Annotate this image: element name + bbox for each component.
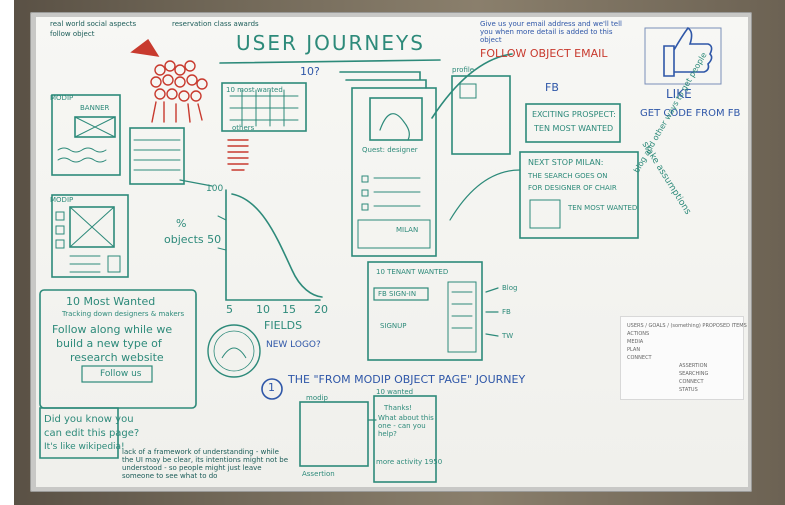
like-label: LIKE xyxy=(666,87,692,101)
journey-number: 1 xyxy=(268,381,275,394)
pinned-paper-sheet: USERS / GOALS / (something) PROPOSED ITE… xyxy=(620,316,747,400)
red-list-marks xyxy=(227,139,249,171)
tracking-note: Tracking down designers & makers xyxy=(62,310,185,318)
journey-tenant-page xyxy=(373,395,437,483)
tenant-wanted-label: 10 TENANT WANTED xyxy=(376,268,449,276)
page-stack xyxy=(339,71,427,89)
new-logo-note: NEW LOGO? xyxy=(266,340,321,350)
question-ten: 10? xyxy=(300,65,320,78)
thumbs-up-icon xyxy=(663,26,713,77)
journey-title: THE "FROM MODIP OBJECT PAGE" JOURNEY xyxy=(288,373,526,386)
paper-line: ASSERTION xyxy=(679,363,708,369)
axis-100: 100 xyxy=(206,184,224,194)
red-arrow-marker xyxy=(130,38,160,57)
fb-label: FB xyxy=(545,81,559,94)
fb-sign-in: FB SIGN-IN xyxy=(378,290,417,298)
objects-50-label: objects 50 xyxy=(164,233,222,246)
follow-object-note: follow object xyxy=(50,30,95,38)
like-box xyxy=(644,27,722,85)
paper-line: CONNECT xyxy=(627,355,652,361)
reservation-class-note: reservation class awards xyxy=(172,20,259,28)
milan-label: MILAN xyxy=(396,226,419,234)
modip-label-2: MODIP xyxy=(50,196,74,204)
its-like-wikipedia: It's like wikipedia! xyxy=(44,442,125,452)
more-activity-label: more activity 1950 xyxy=(376,458,443,466)
wireframe-mobile xyxy=(129,127,185,185)
axis-20: 20 xyxy=(314,303,328,316)
real-world-social-note: real world social aspects xyxy=(50,20,137,28)
graph-axes xyxy=(225,189,321,301)
ten-most-wanted-1: TEN MOST WANTED xyxy=(534,124,614,133)
ten-most-wanted-2: TEN MOST WANTED xyxy=(568,204,638,212)
paper-line: ACTIONS xyxy=(627,331,650,337)
board-title: USER JOURNEYS xyxy=(236,31,425,55)
profile-label: profile xyxy=(452,66,475,74)
assertion-label: Assertion xyxy=(302,470,335,478)
signup-label: SIGNUP xyxy=(380,322,407,330)
ten-wanted-small: 10 wanted xyxy=(376,388,414,396)
exciting-prospect-box xyxy=(525,103,621,143)
seal-logo xyxy=(207,324,261,378)
modip-small-label: modip xyxy=(306,394,328,402)
thanks-label: Thanks! xyxy=(384,404,412,412)
modip-label-1: MODIP xyxy=(50,94,74,102)
did-you-know-box xyxy=(39,407,119,459)
paper-line: MEDIA xyxy=(627,339,644,345)
axis-15: 15 xyxy=(282,303,296,316)
build-new: build a new type of xyxy=(56,337,162,350)
most-wanted-small: 10 most wanted xyxy=(226,86,283,94)
can-edit: can edit this page? xyxy=(44,428,140,439)
paper-line: PLAN xyxy=(627,347,641,353)
next-stop-milan-box xyxy=(519,151,639,239)
quest-designer: Quest: designer xyxy=(362,146,418,154)
fb-side-label: FB xyxy=(502,308,511,316)
paper-line: USERS / GOALS / (something) PROPOSED ITE… xyxy=(627,323,747,329)
red-crowd-sketch xyxy=(150,60,208,123)
title-underline xyxy=(219,59,441,64)
tw-label: TW xyxy=(502,332,514,340)
exciting-prospect: EXCITING PROSPECT: xyxy=(532,110,616,119)
research-website: research website xyxy=(70,351,164,364)
modip-wireframe-1 xyxy=(51,94,121,176)
arrow-to-email xyxy=(431,53,513,119)
what-about-label: What about this one - can you help? xyxy=(378,414,434,439)
profile-box xyxy=(451,75,511,155)
paper-line: SEARCHING xyxy=(679,371,709,377)
others-label: others xyxy=(232,124,255,132)
graph-curve xyxy=(231,193,323,298)
most-wanted-grid-box xyxy=(221,82,307,132)
journey-number-circle xyxy=(261,378,283,400)
follow-object-email: FOLLOW OBJECT EMAIL xyxy=(480,47,608,60)
axis-5: 5 xyxy=(226,303,233,316)
paper-line: STATUS xyxy=(679,387,698,393)
lack-of-framework-note: lack of a framework of understanding - w… xyxy=(122,448,289,481)
journey-modip-page xyxy=(299,401,369,467)
percent-label: % xyxy=(176,217,187,230)
fields-label: FIELDS xyxy=(264,319,303,332)
give-email-note: Give us your email address and we'll tel… xyxy=(480,20,622,45)
blog-label: Blog xyxy=(502,284,518,292)
phone-mockup xyxy=(351,87,437,257)
modip-wireframe-2 xyxy=(51,194,129,278)
tenant-wanted-box xyxy=(367,261,483,361)
follow-us-button: Follow us xyxy=(100,369,142,379)
follow-along: Follow along while we xyxy=(52,323,173,336)
search-goes-on: THE SEARCH GOES ON xyxy=(528,172,608,180)
for-designer: FOR DESIGNER OF CHAIR xyxy=(528,184,617,192)
next-stop-milan: NEXT STOP MILAN: xyxy=(528,158,604,167)
banner-label: BANNER xyxy=(80,104,110,112)
get-code-note: GET CODE FROM FB xyxy=(640,108,741,119)
card-title: 10 Most Wanted xyxy=(66,295,156,308)
axis-10: 10 xyxy=(256,303,270,316)
did-you-know: Did you know you xyxy=(44,414,134,425)
paper-line: CONNECT xyxy=(679,379,704,385)
